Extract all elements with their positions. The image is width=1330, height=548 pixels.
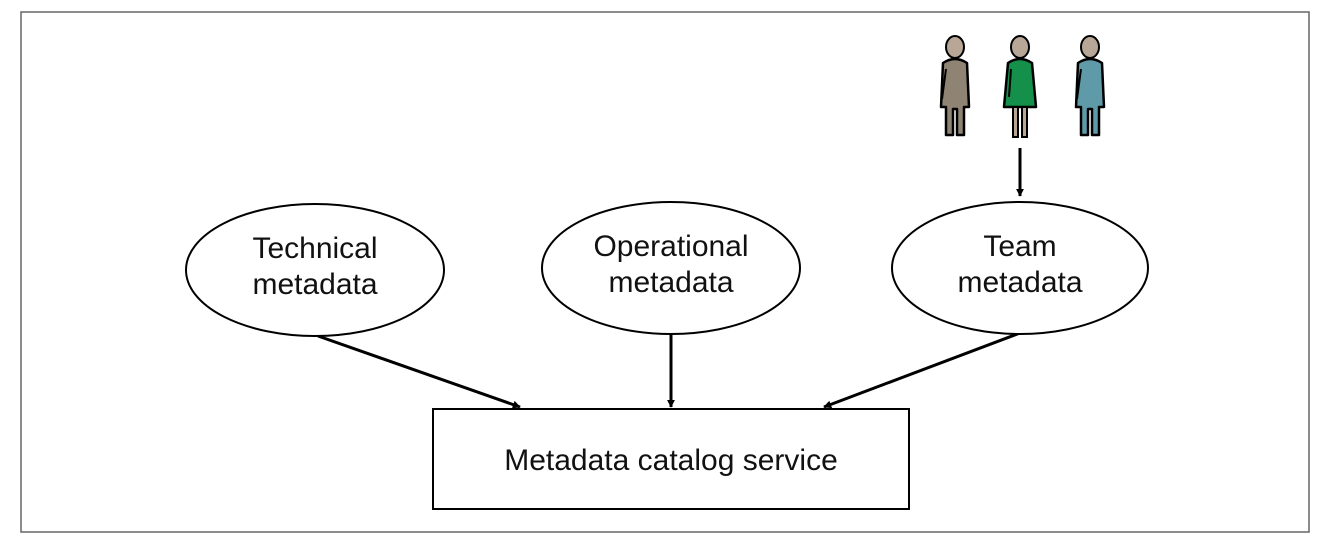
operational-metadata-node: Operational metadata xyxy=(541,201,801,335)
team-metadata-line1: Team xyxy=(983,230,1056,263)
person-brown-icon xyxy=(939,35,971,137)
arrow-team-to-catalog xyxy=(823,331,1021,409)
team-people-group xyxy=(939,35,1106,138)
team-metadata-node: Team metadata xyxy=(891,201,1149,335)
arrow-technical-to-catalog xyxy=(317,334,521,409)
technical-metadata-line2: metadata xyxy=(252,268,377,301)
metadata-catalog-service-node: Metadata catalog service xyxy=(432,408,910,510)
team-metadata-line2: metadata xyxy=(957,266,1082,299)
technical-metadata-line1: Technical xyxy=(252,232,377,265)
person-green-icon xyxy=(1002,35,1038,138)
operational-metadata-line2: metadata xyxy=(608,266,733,299)
technical-metadata-node: Technical metadata xyxy=(185,203,445,337)
operational-metadata-line1: Operational xyxy=(593,230,748,263)
person-blue-icon xyxy=(1074,35,1106,137)
metadata-catalog-service-label: Metadata catalog service xyxy=(504,444,838,477)
